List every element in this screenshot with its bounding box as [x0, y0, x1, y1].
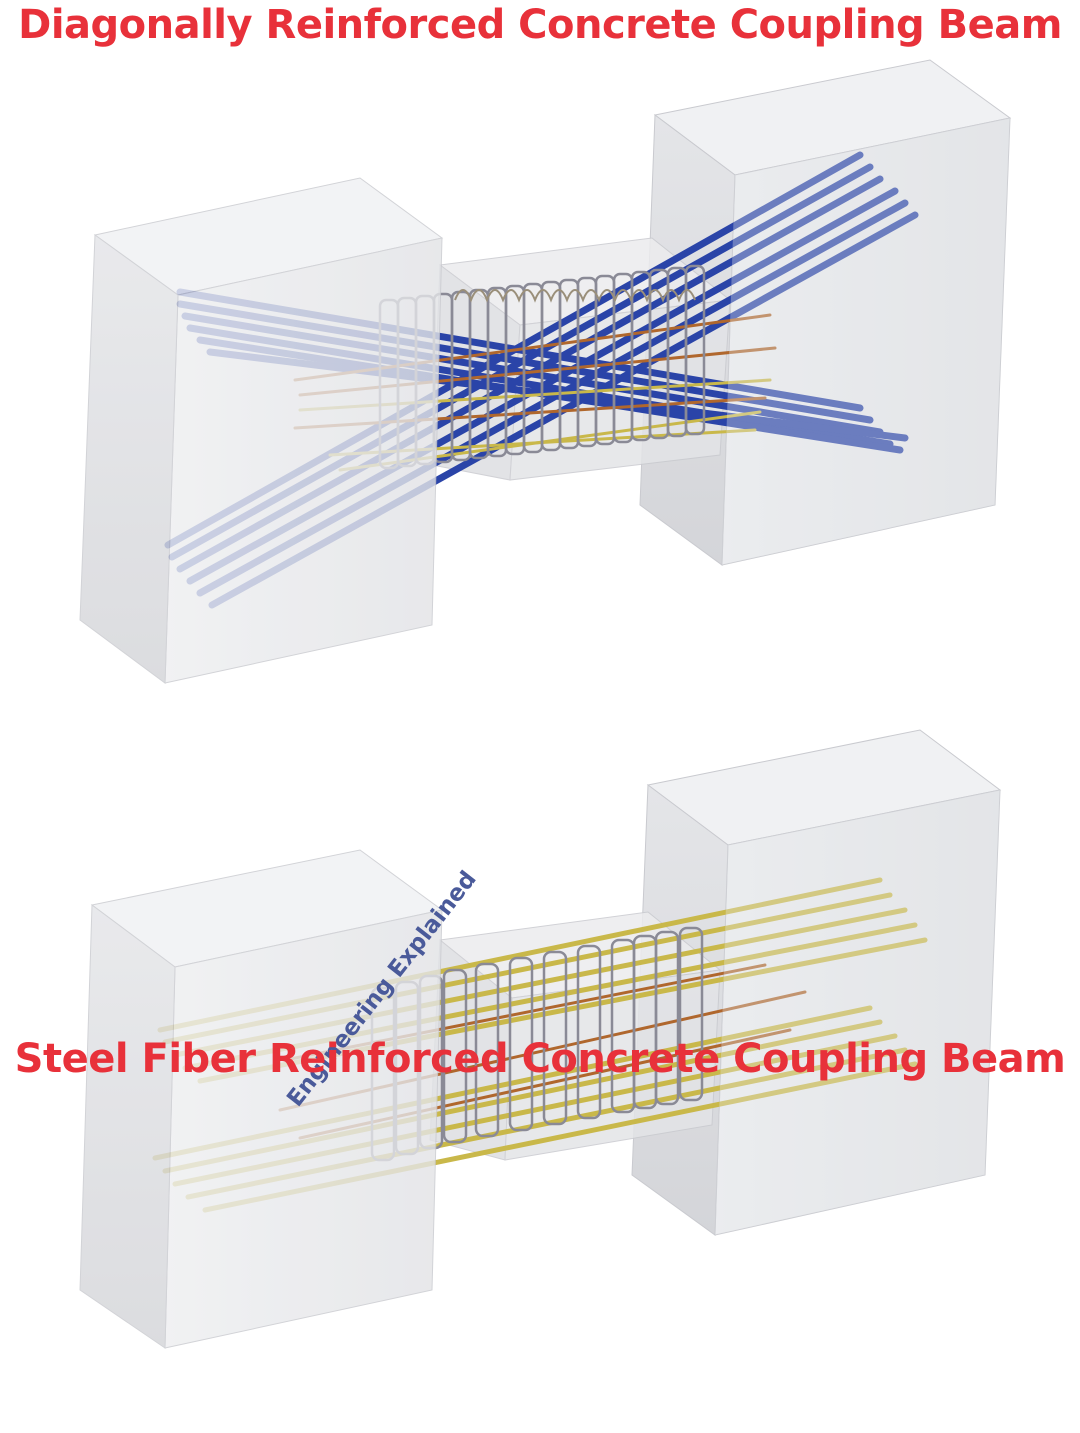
stirrup-top-hooks: [454, 289, 696, 303]
diagonal-coupling-beam: [79, 59, 1012, 684]
steel-fiber-beam-title: Steel Fiber Reinforced Concrete Coupling…: [14, 1036, 1066, 1082]
steel-fiber-coupling-beam: Engineering Explained: [79, 729, 1002, 1349]
right-wall-overlay-2: [715, 790, 1000, 1235]
left-wall-pier-2: [79, 849, 444, 1349]
right-wall-overlay: [722, 118, 1010, 565]
diagonal-beam-title: Diagonally Reinforced Concrete Coupling …: [18, 2, 1062, 48]
left-wall-pier: [79, 177, 444, 684]
